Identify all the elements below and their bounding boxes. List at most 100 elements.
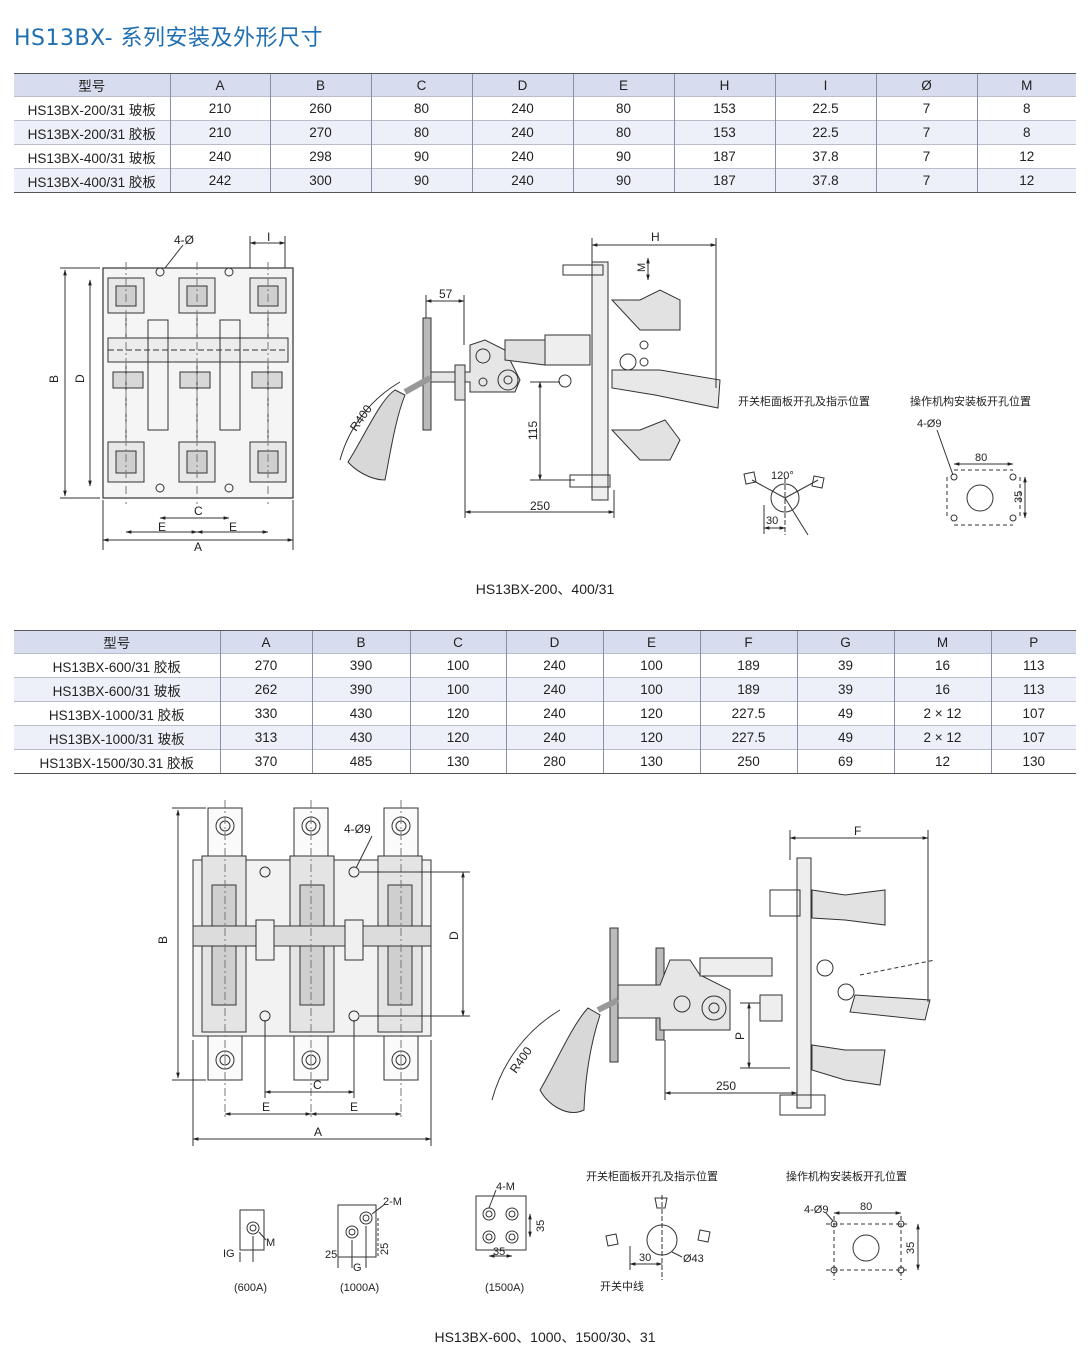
page-title: HS13BX- 系列安装及外形尺寸 (14, 26, 324, 51)
fig2-a-label: A (314, 1125, 322, 1139)
table-cell: 80 (370, 96, 472, 121)
table-cell: 280 (505, 749, 603, 774)
table-cell: 390 (311, 677, 410, 702)
column-header: D (505, 630, 603, 654)
detail-1000a-25b: 25 (379, 1243, 391, 1255)
table-cell: 120 (409, 725, 506, 750)
fig1-hole-label: 4-Ø (174, 233, 194, 247)
table-cell: 227.5 (699, 701, 797, 726)
fig2-d-label: D (447, 931, 461, 940)
table-cell: 120 (409, 701, 506, 726)
table-cell: 2 × 12 (893, 701, 991, 726)
table-cell: 100 (602, 677, 700, 702)
table-cell: 130 (409, 749, 506, 774)
column-header: F (699, 630, 797, 654)
fig2-mount-w: 80 (860, 1201, 872, 1213)
fig1-e-right-label: E (229, 520, 237, 534)
figure2-mount-hole-diagram (825, 1211, 920, 1280)
table-cell: HS13BX-600/31 胶板 (14, 653, 220, 678)
table-cell: 113 (990, 677, 1076, 702)
table-cell: HS13BX-200/31 玻板 (14, 96, 170, 121)
table-cell: HS13BX-200/31 胶板 (14, 120, 170, 145)
fig2-hole-label: 4-Ø9 (344, 822, 371, 836)
fig1-mount-w: 80 (975, 452, 987, 464)
table-cell: 37.8 (774, 144, 876, 169)
fig1-dim250-label: 250 (530, 499, 550, 513)
table-cell: 260 (269, 96, 371, 121)
column-header: E (602, 630, 700, 654)
column-header: H (673, 73, 775, 97)
table-cell: 107 (990, 725, 1076, 750)
table-cell: 90 (370, 144, 472, 169)
column-header: B (269, 73, 371, 97)
detail-600a-m: M (266, 1237, 275, 1249)
table-cell: 8 (976, 120, 1076, 145)
detail-1000a-m: 2-M (383, 1196, 402, 1208)
table-cell: 250 (699, 749, 797, 774)
table-cell: 80 (572, 96, 674, 121)
table-cell: 90 (572, 168, 674, 193)
table-cell: 390 (311, 653, 410, 678)
fig1-e-left-label: E (158, 520, 166, 534)
table-cell: 130 (602, 749, 700, 774)
table-cell: 153 (673, 96, 775, 121)
figure2-front-view (172, 800, 470, 1146)
fig1-i-label: I (267, 230, 270, 244)
table-cell: 7 (875, 168, 977, 193)
table-cell: 298 (269, 144, 371, 169)
table-cell: 189 (699, 677, 797, 702)
table-cell: 240 (505, 677, 603, 702)
table-cell: 240 (505, 653, 603, 678)
table-cell: 69 (796, 749, 894, 774)
detail-1000a-caption: (1000A) (340, 1282, 379, 1294)
figure2-caption: HS13BX-600、1000、1500/30、31 (434, 1329, 656, 1345)
table-cell: 313 (219, 725, 312, 750)
fig2-e-right-label: E (350, 1100, 358, 1114)
fig1-panel-angle: 120° (771, 470, 794, 482)
table-cell: 49 (796, 725, 894, 750)
table-cell: 270 (219, 653, 312, 678)
detail-1000a-diagram (337, 1203, 386, 1268)
table-cell: 39 (796, 677, 894, 702)
detail-1500a-35b: 35 (493, 1246, 505, 1258)
column-header: C (409, 630, 506, 654)
fig2-c-label: C (313, 1078, 322, 1092)
fig1-panel-title: 开关柜面板开孔及指示位置 (738, 394, 870, 408)
column-header: A (169, 73, 270, 97)
fig1-h-label: H (651, 230, 660, 244)
fig2-dim250-label: 250 (716, 1079, 736, 1093)
detail-1500a-diagram (475, 1189, 532, 1258)
table-cell: 300 (269, 168, 371, 193)
table-cell: 49 (796, 701, 894, 726)
table-cell: 210 (169, 96, 270, 121)
fig2-panel-dia: Ø43 (683, 1253, 704, 1265)
fig2-mount-h: 35 (905, 1242, 917, 1254)
figure2-panel-hole-diagram (605, 1195, 711, 1280)
table-cell: 240 (471, 168, 573, 193)
table-cell: HS13BX-1500/30.31 胶板 (14, 749, 220, 774)
figure1-caption: HS13BX-200、400/31 (475, 581, 615, 597)
fig1-mount-hole: 4-Ø9 (917, 418, 941, 430)
table-cell: 240 (471, 120, 573, 145)
fig1-mount-title: 操作机构安装板开孔位置 (910, 394, 1031, 408)
fig2-f-label: F (854, 824, 861, 838)
table-cell: 90 (572, 144, 674, 169)
table-cell: HS13BX-1000/31 胶板 (14, 701, 220, 726)
fig1-dim115-label: 115 (526, 421, 540, 440)
detail-1500a-caption: (1500A) (485, 1282, 524, 1294)
table-cell: 12 (893, 749, 991, 774)
column-header: B (311, 630, 410, 654)
fig2-panel-title: 开关柜面板开孔及指示位置 (586, 1169, 718, 1183)
table-cell: 90 (370, 168, 472, 193)
table-cell: 16 (893, 677, 991, 702)
column-header: Ø (875, 73, 977, 97)
fig2-b-label: B (156, 936, 170, 944)
figure2-side-view (491, 830, 936, 1116)
table-cell: 12 (976, 144, 1076, 169)
table-cell: 270 (269, 120, 371, 145)
